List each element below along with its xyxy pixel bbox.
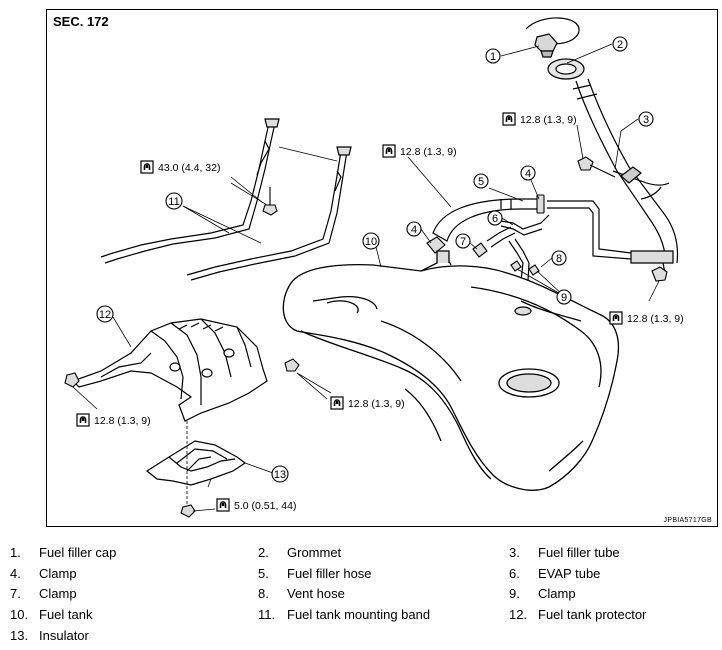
svg-text:8: 8 xyxy=(556,253,562,265)
torque-wrench-icon xyxy=(216,498,230,512)
clamp-4b xyxy=(426,236,446,254)
callout-3: 3 xyxy=(638,111,654,127)
filler-tube-nut xyxy=(651,266,668,282)
torque-spec-tube-nut: 12.8 (1.3, 9) xyxy=(609,311,684,325)
svg-text:7: 7 xyxy=(460,236,466,248)
fuel-tank-protector xyxy=(71,318,268,422)
callout-13: 13 xyxy=(271,465,289,483)
svg-text:4: 4 xyxy=(411,224,417,236)
section-label: SEC. 172 xyxy=(53,14,109,29)
clamp-7 xyxy=(472,242,488,258)
torque-wrench-icon xyxy=(330,396,344,410)
svg-text:12.8 (1.3, 9): 12.8 (1.3, 9) xyxy=(400,146,457,158)
torque-spec-filler-tube: 12.8 (1.3, 9) xyxy=(502,112,577,126)
callout-7: 7 xyxy=(455,233,471,249)
insulator xyxy=(145,440,247,486)
grommet xyxy=(547,58,585,80)
callout-5: 5 xyxy=(473,173,489,189)
mounting-band-bolt xyxy=(262,187,278,216)
callout-2: 2 xyxy=(612,36,628,52)
callout-10: 10 xyxy=(362,232,380,250)
fuel-system-diagram: SEC. 172 xyxy=(53,14,712,524)
torque-wrench-icon xyxy=(140,160,154,174)
svg-text:12.8 (1.3, 9): 12.8 (1.3, 9) xyxy=(94,415,151,427)
callout-leaders xyxy=(72,43,660,512)
svg-text:2: 2 xyxy=(617,39,623,51)
evap-and-vent-tubes xyxy=(486,200,632,282)
torque-spec-insulator: 5.0 (0.51, 44) xyxy=(216,498,296,512)
svg-text:5: 5 xyxy=(478,176,484,188)
insulator-nut xyxy=(180,504,196,518)
fuel-filler-cap xyxy=(525,17,580,58)
svg-text:12.8 (1.3, 9): 12.8 (1.3, 9) xyxy=(627,313,684,325)
callout-4a: 4 xyxy=(520,165,536,181)
svg-text:9: 9 xyxy=(561,292,567,304)
svg-text:10: 10 xyxy=(365,236,377,248)
svg-text:6: 6 xyxy=(492,213,498,225)
callout-9: 9 xyxy=(556,289,572,305)
svg-text:12.8 (1.3, 9): 12.8 (1.3, 9) xyxy=(520,114,577,126)
protector-nut xyxy=(64,372,80,388)
svg-text:3: 3 xyxy=(643,114,649,126)
svg-text:12.8 (1.3, 9): 12.8 (1.3, 9) xyxy=(348,398,405,410)
svg-text:4: 4 xyxy=(525,168,531,180)
torque-wrench-icon xyxy=(382,144,396,158)
clamp-9 xyxy=(510,260,540,276)
clamp-4a xyxy=(536,194,545,214)
svg-text:43.0 (4.4, 32): 43.0 (4.4, 32) xyxy=(158,162,220,174)
svg-text:13: 13 xyxy=(274,469,286,481)
torque-wrench-icon xyxy=(502,112,516,126)
callout-8: 8 xyxy=(551,250,567,266)
fuel-tank xyxy=(282,250,620,491)
torque-wrench-icon xyxy=(76,413,90,427)
exploded-view-figure: SEC. 172 xyxy=(46,9,718,527)
mounting-band-leaders xyxy=(182,146,338,244)
tank-leaders xyxy=(296,246,382,394)
fuel-filler-tube xyxy=(572,78,679,274)
protector-bolt xyxy=(284,358,300,372)
torque-spec-protector-bolt: 12.8 (1.3, 9) xyxy=(330,396,405,410)
svg-text:12: 12 xyxy=(99,309,111,321)
callout-4b: 4 xyxy=(406,221,422,237)
torque-spec-filler-hose: 12.8 (1.3, 9) xyxy=(382,144,457,158)
callout-6: 6 xyxy=(487,210,503,226)
fuel-tank-mounting-band xyxy=(100,118,352,281)
drawing-code: JPBIA5717GB xyxy=(664,517,712,524)
svg-text:11: 11 xyxy=(168,196,179,208)
callout-11: 11 xyxy=(165,192,183,210)
svg-text:1: 1 xyxy=(490,51,496,63)
torque-wrench-icon xyxy=(609,311,623,325)
callout-1: 1 xyxy=(485,48,501,64)
torque-spec-protector-left: 12.8 (1.3, 9) xyxy=(76,413,151,427)
svg-text:5.0 (0.51, 44): 5.0 (0.51, 44) xyxy=(234,500,296,512)
callout-12: 12 xyxy=(96,305,114,323)
filler-tube-bolt xyxy=(577,156,616,178)
torque-spec-band: 43.0 (4.4, 32) xyxy=(140,160,220,174)
